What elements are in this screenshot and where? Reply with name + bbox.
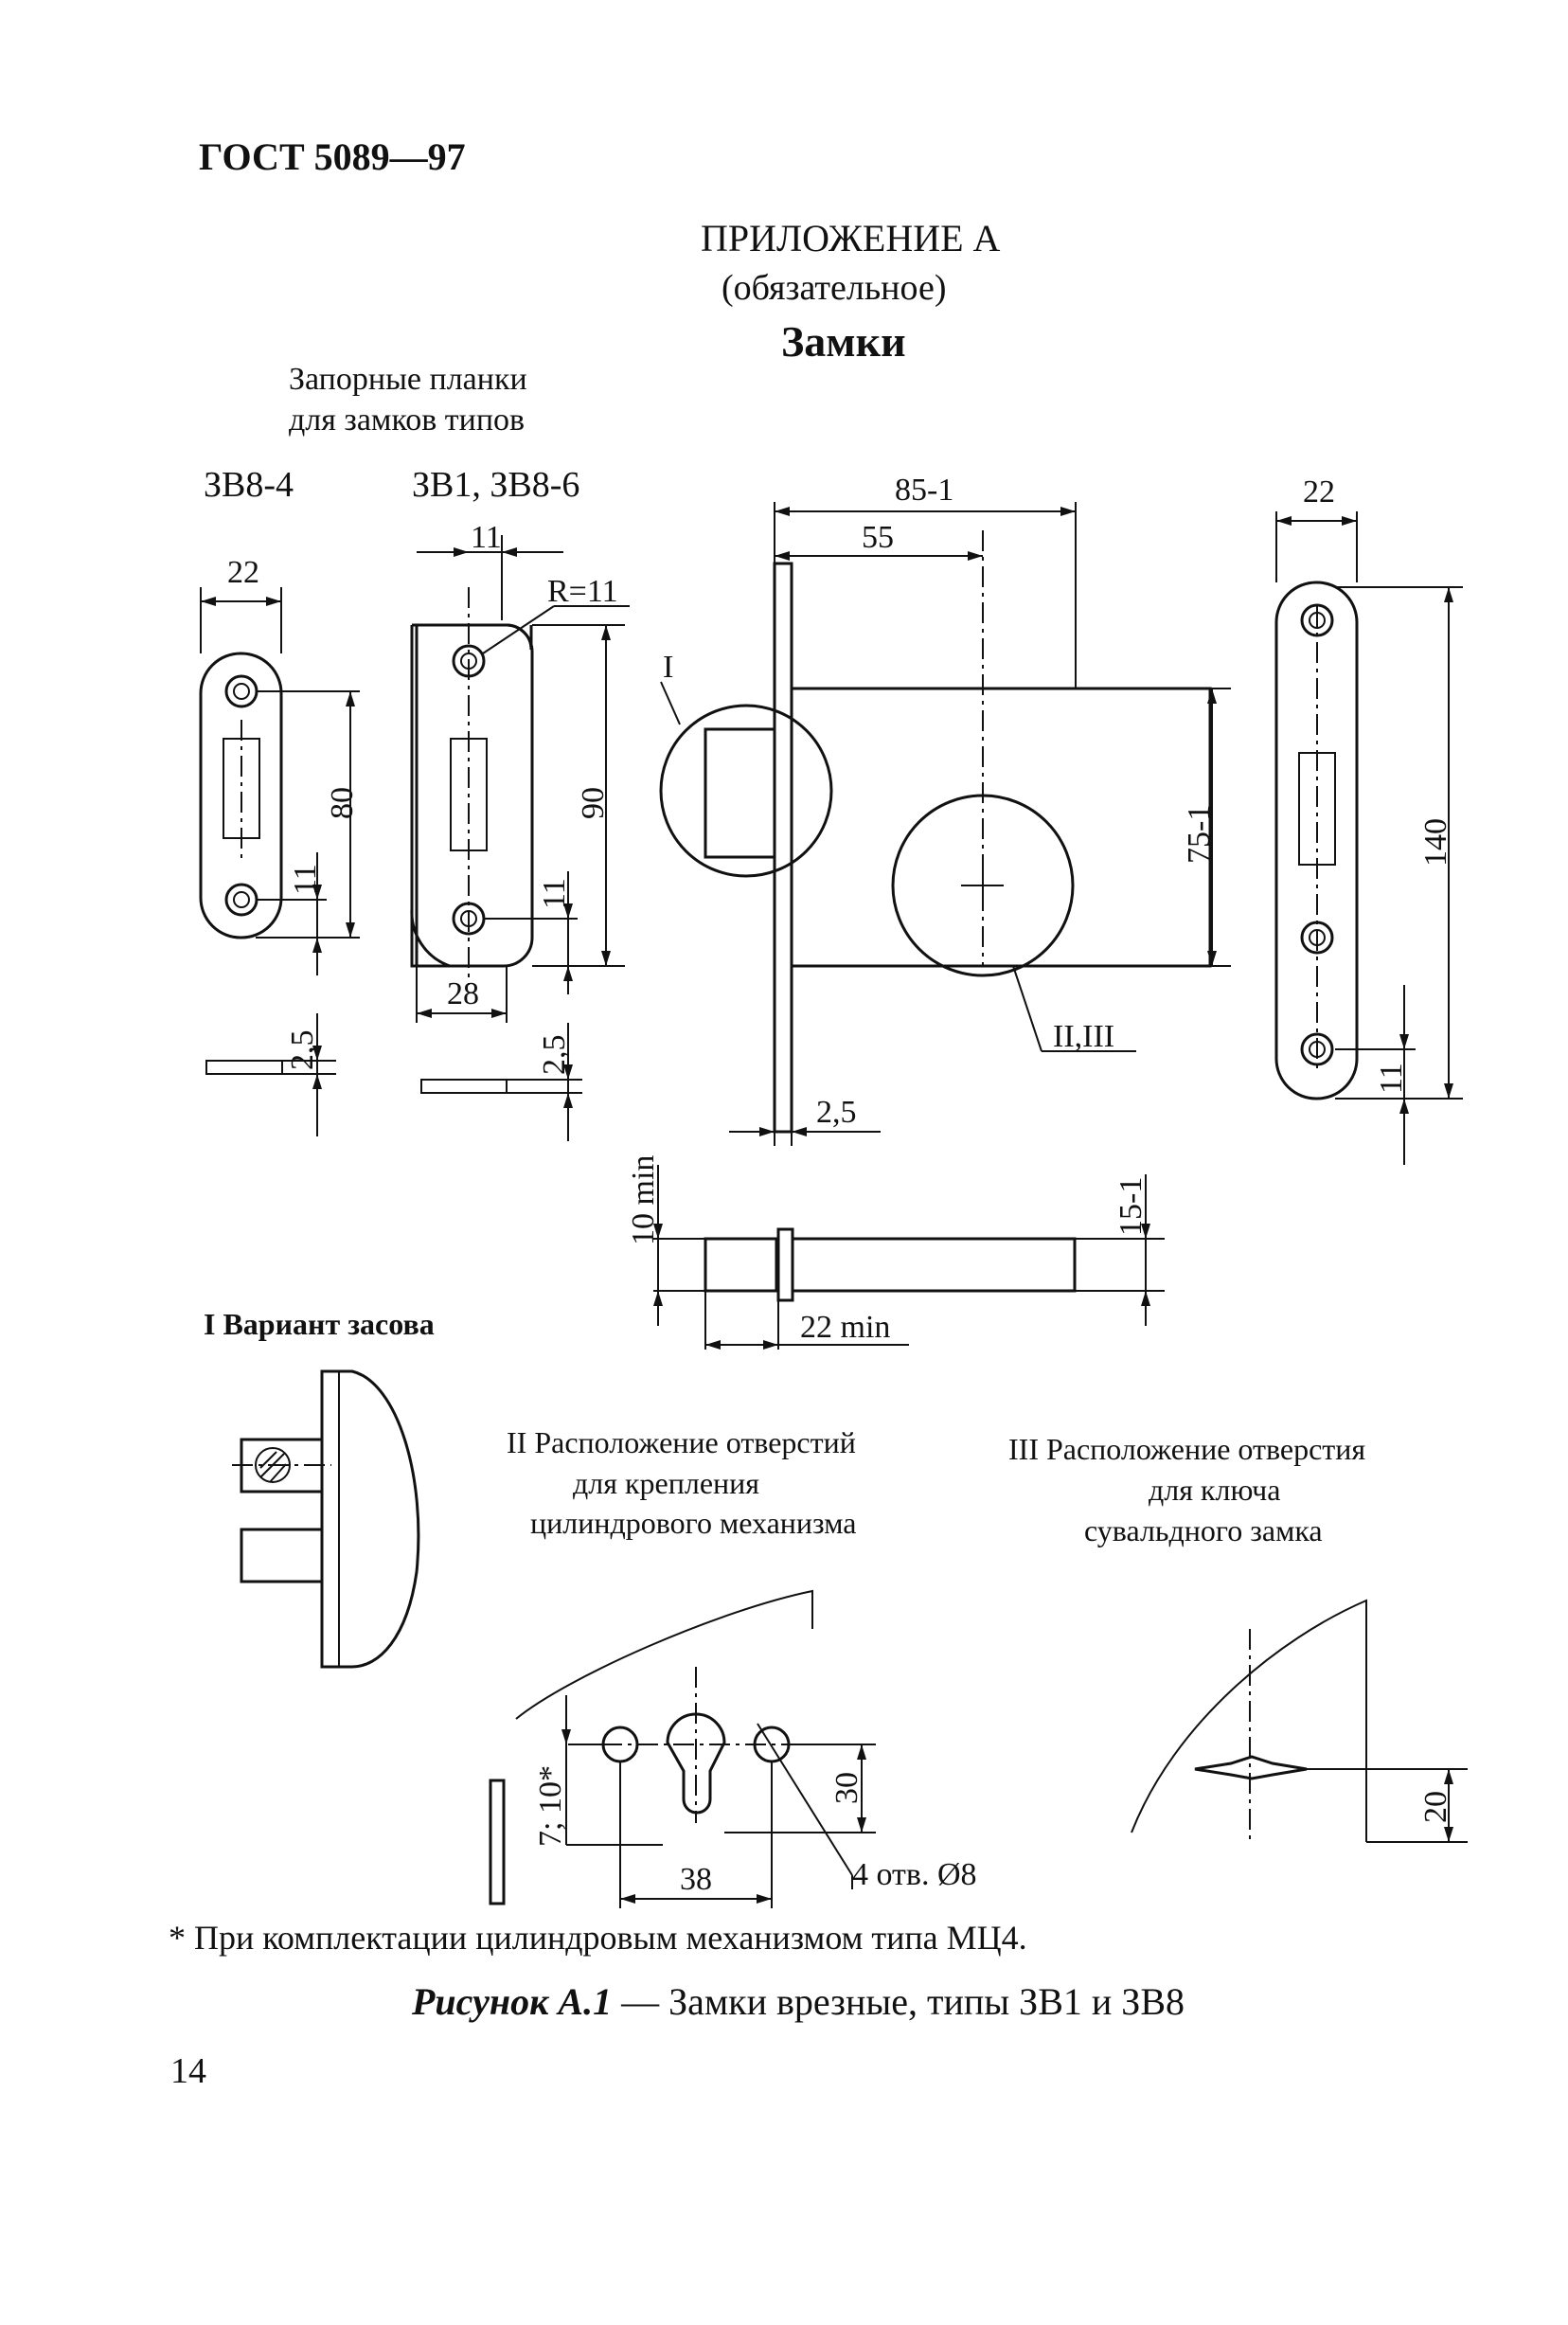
long-strike-plate (1274, 511, 1463, 1165)
footnote: * При комплектации цилиндровым механизмо… (169, 1919, 1027, 1957)
dim-140: 140 (1418, 818, 1453, 867)
dim-11-zv1: 11 (537, 878, 572, 909)
dim-2-5-zv8-4: 2,5 (285, 1030, 320, 1071)
dim-11-top-zv1: 11 (471, 520, 502, 555)
figure-caption: Рисунок А.1 — Замки врезные, типы ЗВ1 и … (412, 1979, 1185, 2024)
detail-I-bolt-variant (232, 1369, 420, 1669)
dim-55: 55 (862, 520, 894, 555)
dim-38: 38 (680, 1862, 712, 1897)
detail-III-caption-1: III Расположение отверстия (1008, 1432, 1366, 1466)
detail-III-caption-3: сувальдного замка (1084, 1513, 1323, 1547)
dim-90: 90 (576, 787, 611, 819)
lock-body (659, 502, 1231, 1146)
strike-plates-caption-1: Запорные планки (289, 362, 527, 397)
detail-II-caption-3: цилиндрового механизма (530, 1506, 857, 1540)
strike-plate-zv1-zv8-6 (410, 535, 630, 1141)
dim-11-zv8-4: 11 (288, 864, 323, 895)
detail-III-caption-2: для ключа (1149, 1473, 1281, 1507)
figure-caption-text: — Замки врезные, типы ЗВ1 и ЗВ8 (612, 1980, 1185, 2023)
detail-II-caption-1: II Расположение отверстий (507, 1425, 856, 1459)
dim-10-min: 10 min (626, 1155, 661, 1245)
dim-30: 30 (829, 1772, 864, 1804)
appendix-heading: Замки (781, 317, 906, 366)
dim-2-5-faceplate: 2,5 (816, 1095, 857, 1130)
appendix-title: ПРИЛОЖЕНИЕ А (701, 217, 1001, 259)
detail-III-key-hole (1131, 1599, 1468, 1843)
dim-75-1: 75-1 (1182, 805, 1217, 864)
detail-II-caption-2: для крепления (573, 1466, 759, 1500)
bolt-side-view (653, 1165, 1165, 1350)
dim-holes: 4 отв. Ø8 (852, 1857, 977, 1892)
dim-15-1: 15-1 (1114, 1177, 1149, 1236)
dim-22-min: 22 min (800, 1310, 890, 1345)
figure-label: Рисунок А.1 (412, 1980, 613, 2023)
dim-22-long: 22 (1303, 474, 1335, 510)
appendix-status: (обязательное) (722, 268, 947, 308)
dim-22-zv8-4: 22 (227, 555, 259, 590)
dim-85-1: 85-1 (895, 473, 953, 508)
variant-I-caption: I Вариант засова (204, 1307, 435, 1341)
dim-80: 80 (325, 787, 360, 819)
strike-plate-zv8-4 (199, 587, 360, 1136)
dim-7-10: 7; 10* (533, 1765, 568, 1847)
dim-R11: R=11 (547, 574, 618, 609)
dim-20: 20 (1418, 1791, 1453, 1823)
dim-2-5-zv1: 2,5 (537, 1035, 572, 1076)
strike-plate-type-a: ЗВ8-4 (204, 465, 294, 505)
detail-I-marker: I (663, 650, 673, 685)
detail-II-III-marker: II,III (1053, 1019, 1114, 1054)
detail-II-cylinder-holes (489, 1589, 876, 1908)
strike-plates-caption-2: для замков типов (289, 402, 526, 438)
dim-28: 28 (447, 976, 479, 1011)
strike-plate-type-b: ЗВ1, ЗВ8-6 (412, 465, 580, 505)
standard-header: ГОСТ 5089—97 (199, 135, 466, 178)
dim-11-long: 11 (1374, 1063, 1409, 1094)
page-number: 14 (170, 2051, 206, 2091)
